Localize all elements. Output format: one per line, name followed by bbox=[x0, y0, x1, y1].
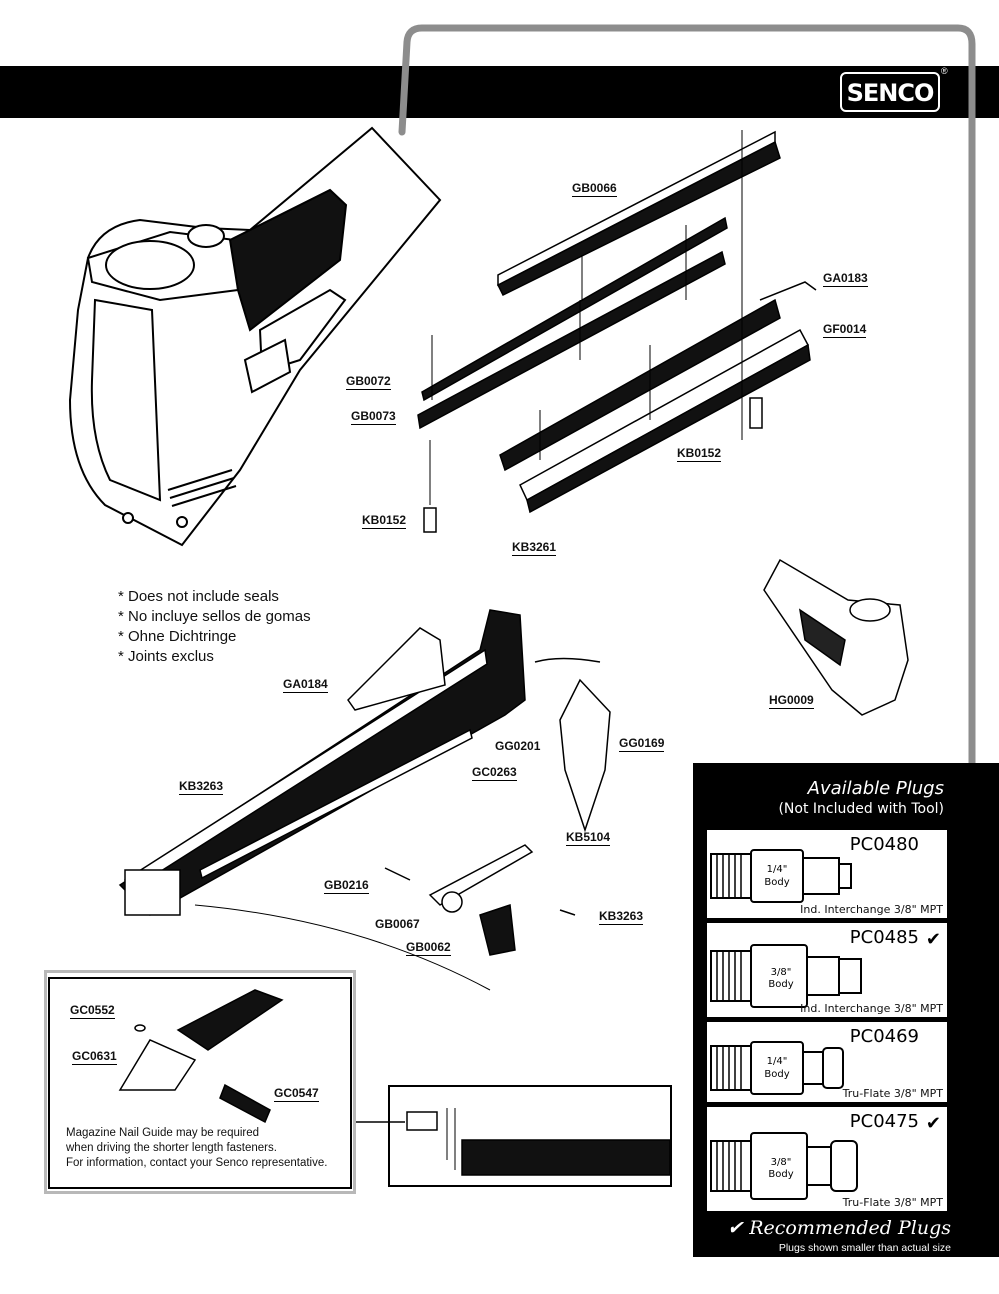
guide-note: Magazine Nail Guide may be required when… bbox=[66, 1126, 327, 1171]
plug-body-size: 1/4" bbox=[767, 1056, 788, 1067]
guide-note-line: For information, contact your Senco repr… bbox=[66, 1157, 328, 1169]
part-label: GC0263 bbox=[472, 765, 517, 781]
part-label: GB0066 bbox=[572, 181, 617, 197]
plug-body-size: 1/4" bbox=[767, 864, 788, 875]
part-label: GC0547 bbox=[274, 1086, 319, 1102]
guide-note-line: Magazine Nail Guide may be required bbox=[66, 1127, 260, 1139]
part-label: GB0073 bbox=[351, 409, 396, 425]
plug-body-label: Body bbox=[764, 1069, 789, 1080]
plug-description: Ind. Interchange 3/8" MPT bbox=[800, 903, 943, 916]
plug-body-size: 3/8" bbox=[771, 967, 792, 978]
header-bar bbox=[0, 66, 999, 118]
plug-icon: 1/4" Body bbox=[710, 849, 852, 903]
plug-card-pc0469: PC0469 1/4" Body Tru-Flate 3/8" MPT bbox=[706, 1021, 948, 1103]
part-label: KB5104 bbox=[566, 830, 611, 846]
part-label: GB0067 bbox=[375, 917, 420, 931]
plug-part-number: PC0480 bbox=[849, 834, 919, 855]
part-label: GC0631 bbox=[72, 1049, 117, 1065]
plug-description: Tru-Flate 3/8" MPT bbox=[842, 1196, 943, 1209]
seals-note-line: * Joints exclus bbox=[118, 648, 214, 665]
part-label: HG0009 bbox=[769, 693, 814, 709]
part-label: KB0152 bbox=[677, 446, 722, 462]
plug-description: Ind. Interchange 3/8" MPT bbox=[800, 1002, 943, 1015]
part-label: GF0014 bbox=[823, 322, 867, 338]
plug-body-label: Body bbox=[768, 1169, 793, 1180]
part-label: GG0201 bbox=[495, 739, 541, 753]
detail-box bbox=[388, 1085, 672, 1187]
senco-logo: SENCO bbox=[840, 72, 940, 112]
part-label: KB3263 bbox=[179, 779, 224, 795]
recommended-plugs-legend: ✔ Recommended Plugs bbox=[727, 1217, 951, 1239]
part-label: GA0184 bbox=[283, 677, 328, 693]
plug-card-pc0485: PC0485 ✔ 3/8" Body Ind. Interchange 3/8"… bbox=[706, 922, 948, 1018]
recommended-check-icon: ✔ bbox=[925, 929, 941, 949]
plug-body-label: Body bbox=[768, 979, 793, 990]
plugs-size-note: Plugs shown smaller than actual size bbox=[778, 1242, 951, 1254]
part-label: GB0216 bbox=[324, 878, 369, 894]
seals-note-line: * Does not include seals bbox=[118, 588, 279, 605]
small-nailer-illustration bbox=[763, 558, 909, 716]
plugs-subtitle: (Not Included with Tool) bbox=[778, 801, 944, 817]
seals-note-line: * Ohne Dichtringe bbox=[118, 628, 237, 645]
guide-note-line: when driving the shorter length fastener… bbox=[66, 1142, 277, 1154]
plugs-title: Available Plugs bbox=[807, 778, 944, 799]
seals-note: * Does not include seals * No incluye se… bbox=[118, 587, 311, 667]
guide-inset-frame bbox=[44, 970, 356, 1194]
plug-icon: 1/4" Body bbox=[710, 1041, 844, 1095]
seals-note-line: * No incluye sellos de gomas bbox=[118, 608, 311, 625]
plug-part-number: PC0475 bbox=[849, 1111, 919, 1132]
recommended-check-icon: ✔ bbox=[925, 1113, 941, 1133]
guide-inset-border bbox=[48, 977, 352, 1189]
plug-icon: 3/8" Body bbox=[710, 1132, 858, 1200]
part-label: KB3263 bbox=[599, 909, 644, 925]
part-label: GB0062 bbox=[406, 940, 451, 956]
plug-part-number: PC0485 bbox=[849, 927, 919, 948]
plug-body-label: Body bbox=[764, 877, 789, 888]
part-label: GB0072 bbox=[346, 374, 391, 390]
plug-card-pc0475: PC0475 ✔ 3/8" Body Tru-Flate 3/8" MPT bbox=[706, 1106, 948, 1212]
nailer-head-illustration bbox=[68, 126, 442, 547]
guide-inset-drawing bbox=[118, 989, 284, 1124]
plug-card-pc0480: PC0480 1/4" Body Ind. Interchange 3/8" M… bbox=[706, 829, 948, 919]
registered-mark: ® bbox=[941, 66, 948, 76]
rail-parts bbox=[417, 130, 817, 533]
part-label: KB3261 bbox=[512, 540, 557, 556]
plug-body-size: 3/8" bbox=[771, 1157, 792, 1168]
plug-part-number: PC0469 bbox=[849, 1026, 919, 1047]
plug-description: Tru-Flate 3/8" MPT bbox=[842, 1087, 943, 1100]
detail-drawing bbox=[355, 1108, 671, 1176]
part-label: GC0552 bbox=[70, 1003, 115, 1019]
part-label: KB0152 bbox=[362, 513, 407, 529]
part-label: GA0183 bbox=[823, 271, 868, 287]
plug-icon: 3/8" Body bbox=[710, 944, 862, 1008]
part-label: GG0169 bbox=[619, 736, 665, 752]
magazine-illustration bbox=[118, 609, 611, 991]
